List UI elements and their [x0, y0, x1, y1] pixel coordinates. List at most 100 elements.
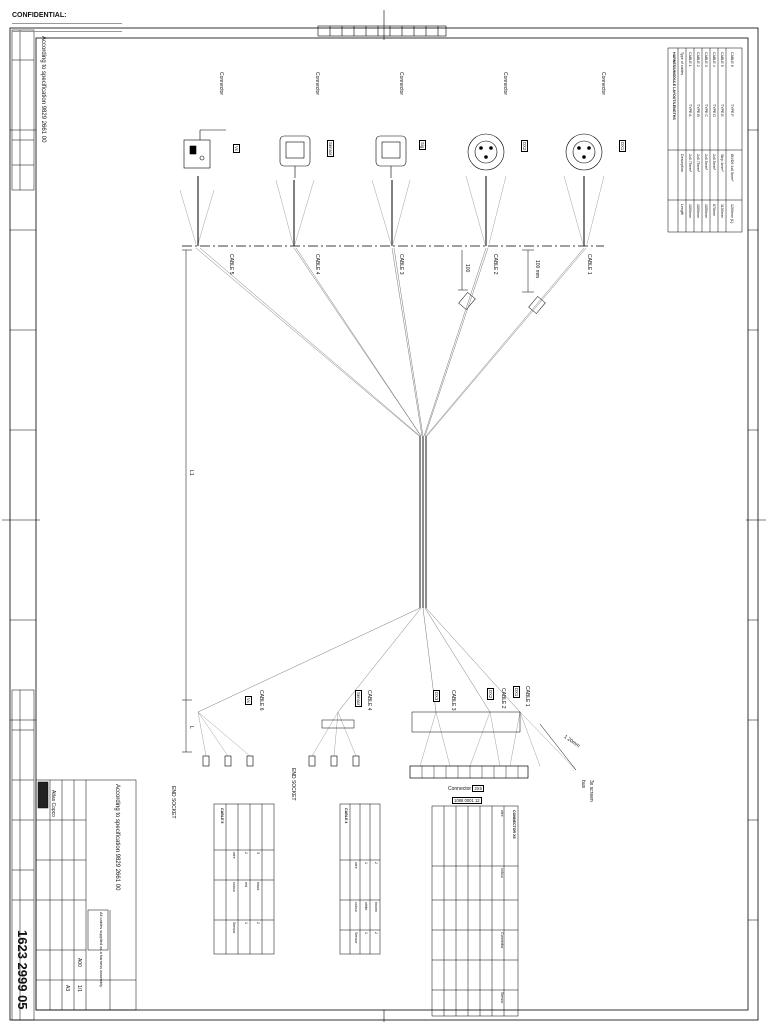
connector-dx2-title: Connector: [502, 72, 508, 96]
upper-cable-5: CABLE 5: [228, 254, 234, 275]
cables-to-trunk: [195, 247, 587, 437]
cable-screen-sub: bus: [580, 780, 586, 789]
table-cable4-h2: Sensor: [354, 932, 358, 944]
parts-row-3-a: CABLE 4: [712, 52, 716, 67]
table-cable5-h0: wire: [232, 852, 236, 859]
table-cable4-title: CABLE 4: [344, 808, 348, 824]
lower-cable-4-box: Sensor: [355, 690, 362, 708]
connector-block-cells: [421, 766, 519, 778]
ferrules: [458, 292, 546, 314]
connector-dx1: [565, 133, 603, 171]
connector-dx2: [467, 133, 505, 171]
connector-block-ref: 2X5: [472, 785, 484, 792]
lower-cable-6: CABLE 6: [258, 690, 264, 711]
parts-row-4-b: TYPE E: [720, 104, 724, 117]
connector-dx1-title: Connector: [600, 72, 606, 96]
parts-row-4-c: Strip 4mm²: [720, 154, 724, 172]
lower-cable-4: CABLE 4: [366, 690, 372, 711]
parts-row-3-d: 870mm: [712, 204, 716, 216]
parts-row-5-b: TYPE F: [730, 104, 734, 117]
table-cable5-r0c1: red: [244, 882, 248, 888]
outer-frame: [9, 27, 759, 1021]
parts-row-1-b: TYPE B: [696, 104, 700, 117]
parts-row-5-a: CABLE 6: [730, 52, 734, 67]
parts-row-5-c: Ø4/D6 4x0.5mm²: [730, 154, 734, 182]
parts-row-2-c: 2x0.5mm²: [704, 154, 708, 170]
parts-table-title: HARNESS/MODULE LAYOUT/LENGTHS: [672, 52, 676, 120]
parts-row-1-d: 1000mm: [696, 204, 700, 218]
table-cable4-r1c2: 2: [374, 932, 378, 934]
title-notes: All cables supplied as a harness assembl…: [99, 912, 104, 988]
parts-row-4-a: CABLE 5: [720, 52, 724, 67]
connector-block-x5: [409, 765, 529, 779]
lower-cable-6-box: Vx: [245, 696, 252, 705]
lower-dims: [182, 700, 577, 771]
lower-cable-2-box: DX2: [487, 688, 494, 701]
parts-row-0-d: 1000mm: [688, 204, 692, 218]
table-cable4-r1c0: 2: [374, 862, 378, 864]
inner-frame: [35, 37, 749, 1011]
lower-pins: [202, 755, 360, 767]
dim-l1: L1: [188, 470, 194, 476]
scale: A3: [64, 985, 70, 992]
lower-cable-2: CABLE 2: [500, 688, 506, 709]
table-cable5-h2: Sensor: [232, 922, 236, 934]
right-ticks: [10, 129, 758, 921]
table-cable5-r1c1: black: [256, 882, 260, 891]
lower-cable-1-box: DX1: [513, 686, 520, 699]
end-socket-1: END SOCKET: [170, 786, 176, 819]
table-cable5: [213, 803, 275, 955]
table-cable4-r0c1: white: [364, 902, 368, 911]
doc-number: 1623 2999 05: [15, 930, 30, 1010]
upper-fanout: [179, 175, 605, 245]
connector-vx: [183, 129, 226, 169]
title-block: [35, 779, 137, 1011]
table-cable5-title: CABLE 5: [220, 808, 224, 824]
table-x5-h2: Connector: [500, 932, 504, 949]
sheet: 1/1: [76, 985, 82, 992]
table-cable4-r1c1: brown: [374, 902, 378, 912]
connector-block-label: Connector 2X5: [448, 785, 484, 792]
upper-cable-4: CABLE 4: [314, 254, 320, 275]
parts-row-1-c: 2x0.75mm²: [696, 154, 700, 172]
spec-note-bottom: According to specification 9829 2661 00: [114, 784, 120, 891]
connector-sensor-title: Connector: [314, 72, 320, 96]
lower-fanout: [197, 711, 577, 771]
connector-sig-title: Connector: [398, 72, 404, 96]
table-cable5-r0c0: 2: [244, 852, 248, 854]
parts-row-3-c: 2x0.5mm²: [712, 154, 716, 170]
cable-stubs: [197, 176, 585, 246]
connector-dx2-label: DX2: [521, 140, 528, 153]
revision: A00: [76, 958, 82, 967]
parts-row-2-b: TYPE C: [704, 104, 708, 117]
table-cable4-r0c0: 1: [364, 862, 368, 864]
confidential-note: [12, 20, 122, 32]
cable-screen-label: 3x screen: [588, 780, 594, 802]
table-x5-h0: wire: [500, 810, 504, 817]
connector-vx-label: Vx: [233, 144, 240, 153]
parts-row-3-b: TYPE D: [712, 104, 716, 117]
lower-cable-3: CABLE 3: [450, 690, 456, 711]
table-cable4-r0c2: 1: [364, 932, 368, 934]
table-connector-x5: [431, 805, 519, 1017]
lower-cable-3-box: DX3: [433, 690, 440, 703]
connector-sensor: [279, 135, 311, 178]
connector-dx1-label: DX1: [619, 140, 626, 153]
top-ticks: [2, 10, 766, 1022]
trunk: [419, 436, 427, 608]
table-cable5-r1c0: 3: [256, 852, 260, 854]
cables-from-trunk: [197, 607, 521, 713]
dim-d1: 100: [464, 264, 470, 273]
parts-table-h1: Description: [680, 154, 684, 172]
company-name: Atlas Copco: [50, 790, 56, 817]
parts-row-4-d: 1100mm: [720, 204, 724, 218]
connector-vx-title: Connector: [218, 72, 224, 96]
dim-d2: 100 mm: [534, 260, 540, 279]
upper-cable-2: CABLE 2: [492, 254, 498, 275]
parts-row-0-a: CABLE 1: [688, 52, 692, 67]
connector-block-part: 1088 0001 12: [452, 797, 482, 804]
confidential-heading: CONFIDENTIAL:: [12, 12, 67, 19]
parts-row-1-a: CABLE 2: [696, 52, 700, 67]
dim-lines: [182, 249, 534, 701]
